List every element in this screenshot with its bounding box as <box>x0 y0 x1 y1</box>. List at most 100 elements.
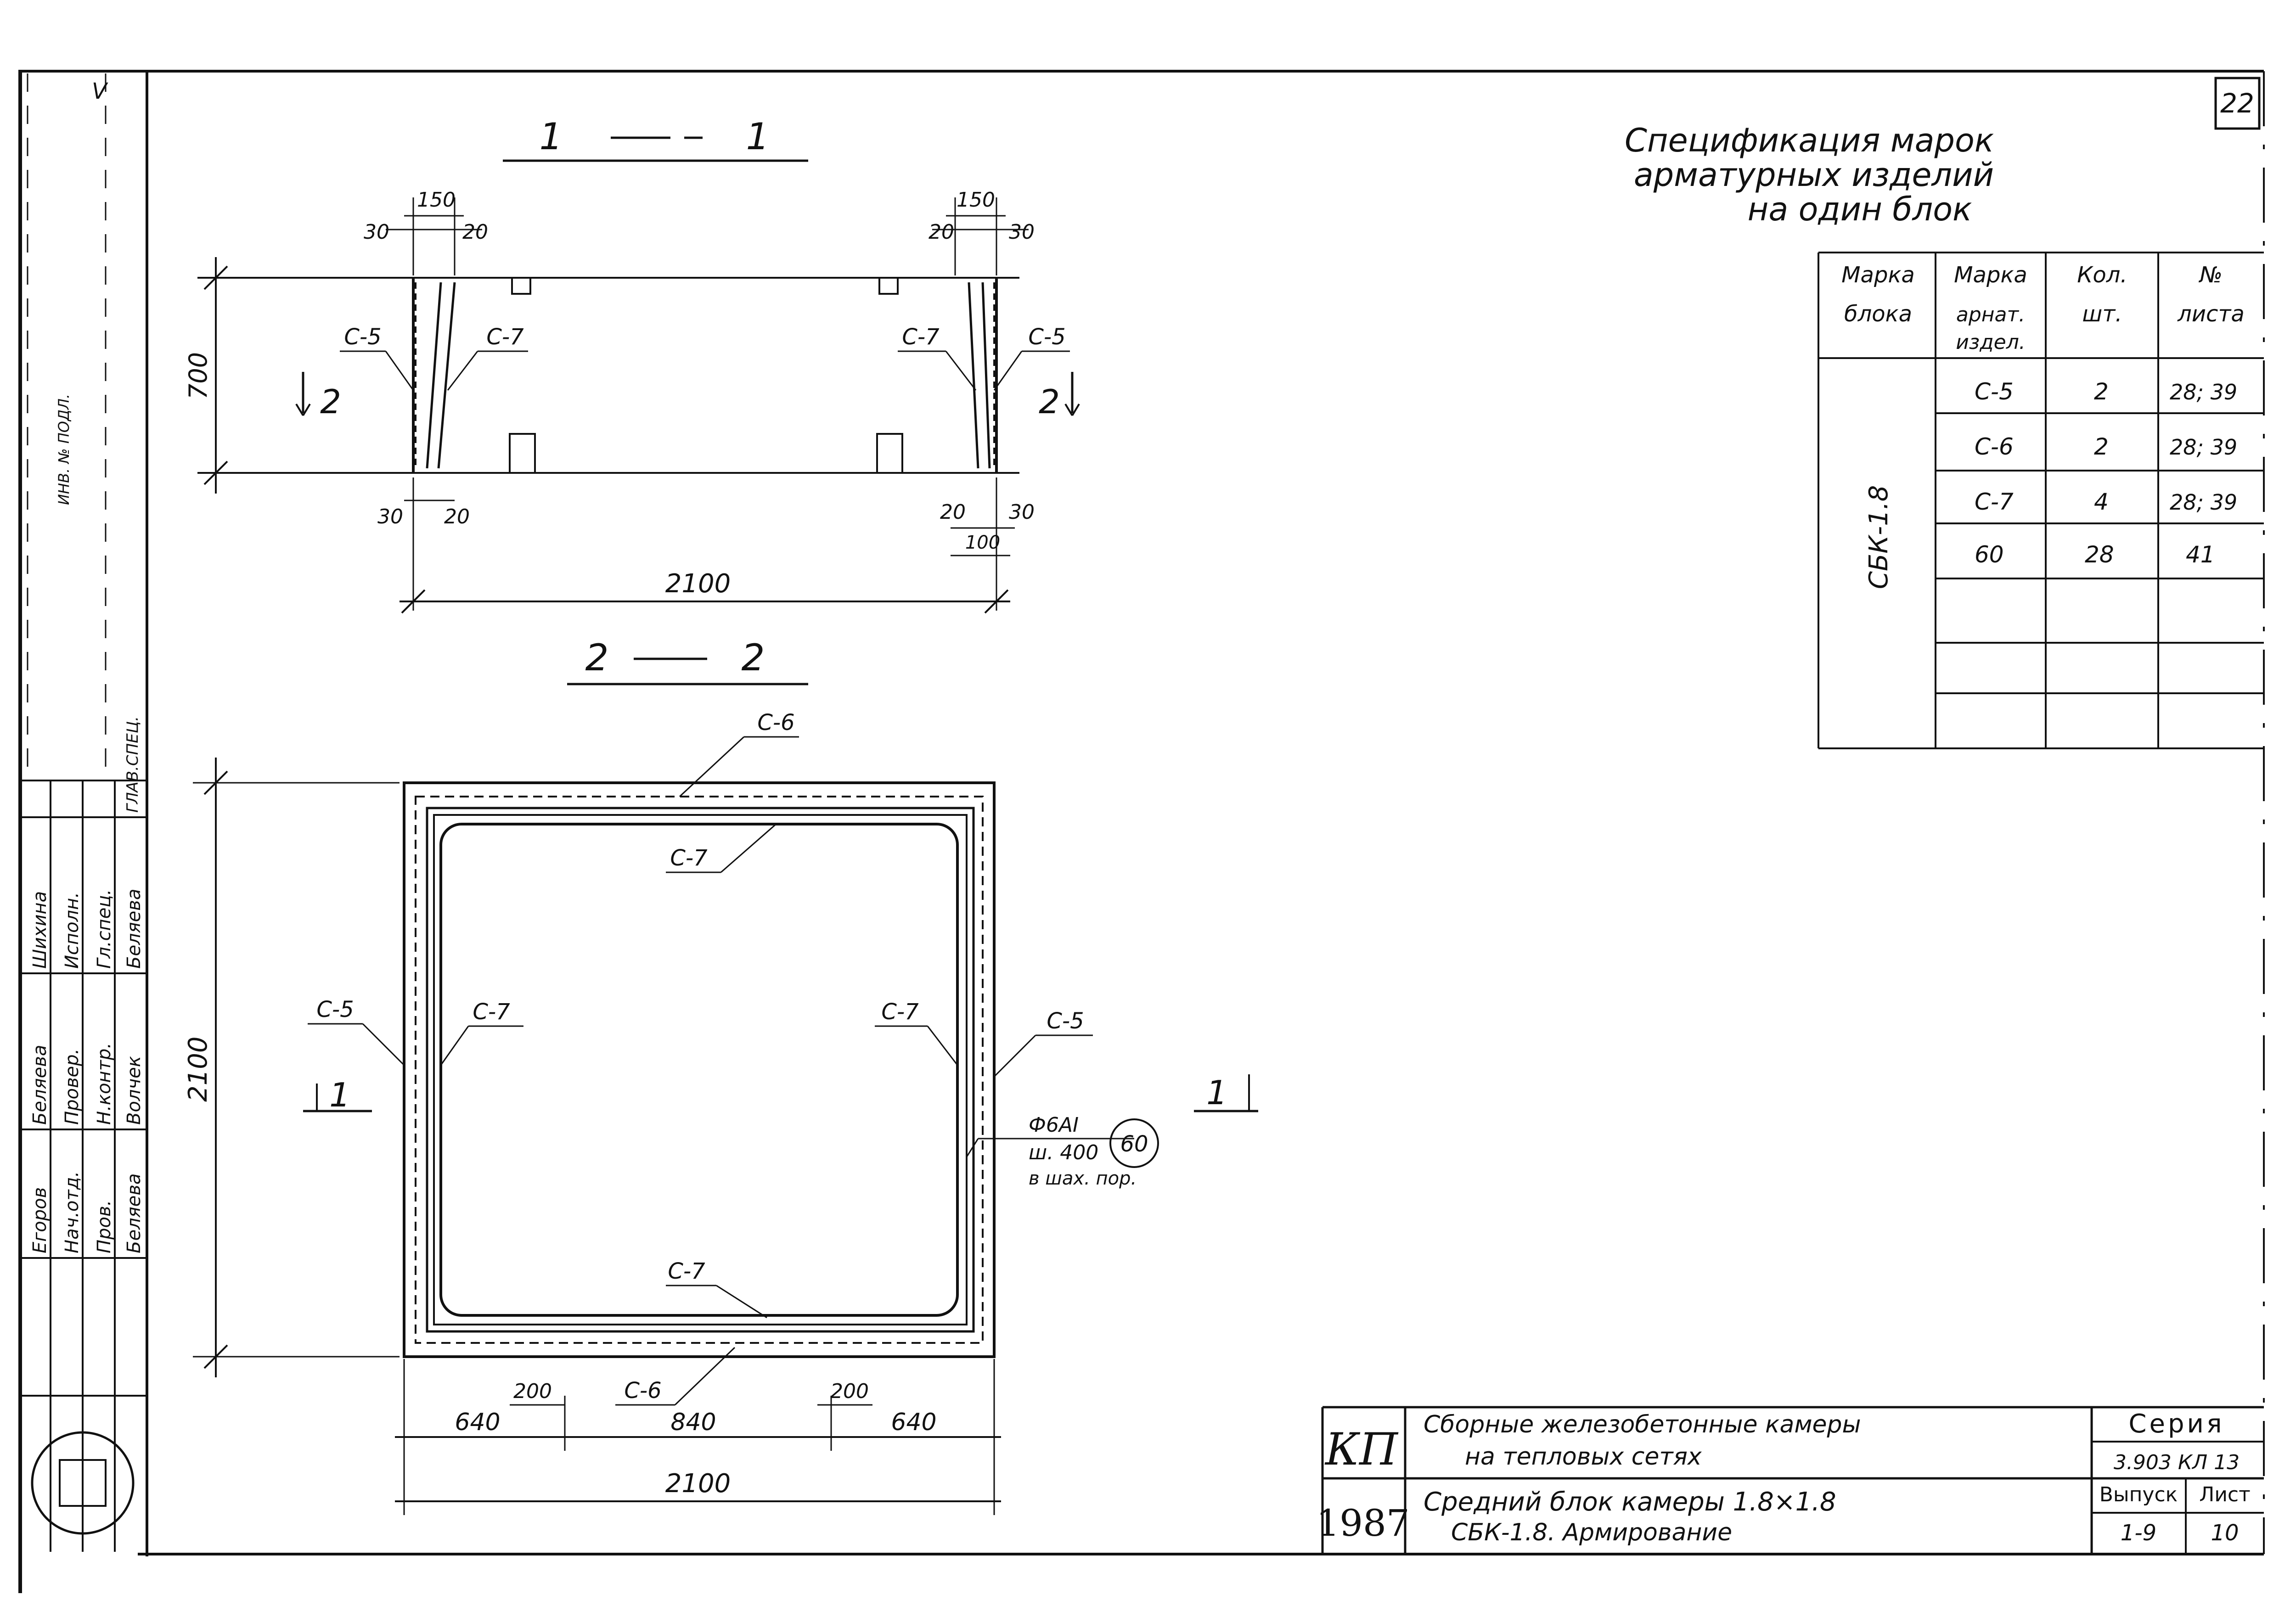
label-c7-right: С-7 <box>881 999 919 1025</box>
spec-row-1-mark: С-5 <box>1975 378 2014 405</box>
spec-header-block-1: Марка <box>1841 262 1915 288</box>
section-1-1: 1 1 700 150 30 20 <box>184 115 1080 614</box>
archive-seal <box>31 1431 135 1535</box>
dim-200-left: 200 <box>513 1380 552 1403</box>
dim-30-bottom-right: 30 <box>1009 500 1035 524</box>
rebar-spec-line-2: ш. 400 <box>1029 1141 1098 1164</box>
sheet-label: Лист <box>2199 1483 2251 1506</box>
label-c7-right: С-7 <box>902 324 940 350</box>
signature-name-5: Беляева <box>29 1045 51 1125</box>
dim-2100-section1: 2100 <box>665 569 731 599</box>
org-mark: КП <box>1324 1424 1399 1475</box>
dim-2100-width: 2100 <box>665 1469 731 1499</box>
dim-20-bottom-right: 20 <box>940 500 966 524</box>
year: 1987 <box>1316 1502 1410 1544</box>
title-block: КП 1987 Сборные железобетонные камеры на… <box>1316 1406 2264 1554</box>
dim-840: 840 <box>670 1409 716 1436</box>
spec-row-2-qty: 2 <box>2094 433 2109 460</box>
spec-row-2-sheet: 28; 39 <box>2170 435 2237 460</box>
rebar-mark-circle <box>1109 1118 1159 1168</box>
spec-header-mark-1: Марка <box>1954 262 2027 288</box>
signature-name-6: Егоров <box>29 1187 51 1253</box>
dim-100: 100 <box>965 532 1000 553</box>
dim-2100-height: 2100 <box>183 1036 213 1102</box>
signature-role-2: Н.контр. <box>94 1043 115 1125</box>
signature-name-2: Волчек <box>124 1056 145 1125</box>
section-2-2: 2 2 2100 640 840 640 200 200 2100 <box>183 636 1258 1515</box>
label-c7-left: С-7 <box>486 324 524 350</box>
dim-30-top-left: 30 <box>364 220 389 244</box>
signature-role-4: Исполн. <box>62 892 83 969</box>
spec-row-1-qty: 2 <box>2094 378 2109 405</box>
spec-title-line-3: на один блок <box>1748 191 1972 228</box>
sheet-frame <box>18 70 2265 1593</box>
section-2-title-left: 2 <box>585 636 609 679</box>
spec-header-mark-3: издел. <box>1956 331 2026 354</box>
rebar-mark: 60 <box>1120 1131 1148 1157</box>
spec-row-3-sheet: 28; 39 <box>2170 490 2237 515</box>
series-label: Серия <box>2128 1409 2224 1439</box>
spec-row-3-qty: 4 <box>2094 488 2109 515</box>
drawing-title-line-1: Средний блок камеры 1.8×1.8 <box>1424 1487 1836 1517</box>
signature-role-1: Гл.спец. <box>94 889 115 969</box>
spec-row-4-qty: 28 <box>2085 541 2114 568</box>
section-arrow-2-left: 2 <box>320 382 341 421</box>
drawing-title-line-2: СБК-1.8. Армирование <box>1451 1519 1732 1546</box>
left-margin-stamp: ГЛАВ.СПЕЦ. Гл.спец. Н.контр. Пров. Испол… <box>20 73 147 1552</box>
spec-header-sheet-1: № <box>2198 262 2223 288</box>
signature-top-label: ГЛАВ.СПЕЦ. <box>124 716 142 813</box>
dim-30-top-right: 30 <box>1009 220 1035 244</box>
issue-label: Выпуск <box>2099 1483 2178 1506</box>
spec-row-4-mark: 60 <box>1975 541 2004 568</box>
dim-20-top-right: 20 <box>929 220 954 244</box>
section-1-title-left: 1 <box>540 115 563 158</box>
label-c5-right: С-5 <box>1047 1008 1084 1034</box>
label-c6-top: С-6 <box>757 710 794 736</box>
dim-20-bottom-left: 20 <box>444 505 470 528</box>
dim-30-bottom-left: 30 <box>377 505 403 528</box>
spec-block-mark: СБК-1.8 <box>1864 485 1894 590</box>
spec-header-qty-2: шт. <box>2082 301 2122 327</box>
dim-20-top-left: 20 <box>462 220 488 244</box>
label-c7-left: С-7 <box>473 999 510 1025</box>
section-mark-1-right: 1 <box>1206 1073 1227 1112</box>
label-c7-top: С-7 <box>670 845 708 871</box>
project-title-line-1: Сборные железобетонные камеры <box>1424 1411 1861 1438</box>
label-c5-left: С-5 <box>344 324 381 350</box>
sheet-value: 10 <box>2211 1520 2239 1546</box>
dim-150-left: 150 <box>417 188 456 212</box>
rebar-spec-line-1: Ф6АⅠ <box>1029 1113 1079 1137</box>
spec-row-3-mark: С-7 <box>1975 488 2014 515</box>
spec-header-sheet-2: листа <box>2177 301 2245 327</box>
spec-header-qty-1: Кол. <box>2077 262 2127 288</box>
dim-200-right: 200 <box>830 1380 869 1403</box>
spec-header-block-2: блока <box>1844 301 1912 327</box>
archive-stamp-label: ИНВ. № ПОДЛ. <box>55 394 73 505</box>
dim-640-left: 640 <box>455 1409 500 1436</box>
issue-value: 1-9 <box>2121 1520 2156 1546</box>
rebar-spec-line-3: в шах. пор. <box>1029 1168 1137 1189</box>
signature-name-3: Беляева <box>124 1173 145 1253</box>
signature-role-6: Нач.отд. <box>62 1171 83 1253</box>
signature-role-3: Пров. <box>94 1200 115 1253</box>
section-mark-1-left: 1 <box>329 1076 350 1114</box>
specification-table: Спецификация марок арматурных изделий на… <box>1625 122 2264 749</box>
dim-700: 700 <box>184 352 213 399</box>
spec-header-mark-2: арнат. <box>1956 303 2025 326</box>
spec-title-line-2: арматурных изделий <box>1634 156 1994 194</box>
signature-name-4: Шихина <box>29 891 51 969</box>
signature-name-1: Беляева <box>124 889 145 969</box>
spec-row-4-sheet: 41 <box>2186 541 2215 568</box>
label-c5-left: С-5 <box>316 997 354 1022</box>
label-c5-right: С-5 <box>1028 324 1065 350</box>
label-c7-bottom: С-7 <box>668 1258 705 1284</box>
spec-row-1-sheet: 28; 39 <box>2170 380 2237 404</box>
section-arrow-2-right: 2 <box>1039 382 1060 421</box>
signature-role-5: Провер. <box>62 1049 83 1125</box>
series-value: 3.903 КЛ 13 <box>2114 1451 2240 1474</box>
page-number-box: 22 <box>2214 77 2261 130</box>
label-c6-bottom: С-6 <box>624 1378 661 1404</box>
page-number: 22 <box>2220 88 2254 119</box>
project-title-line-2: на тепловых сетях <box>1465 1443 1702 1471</box>
